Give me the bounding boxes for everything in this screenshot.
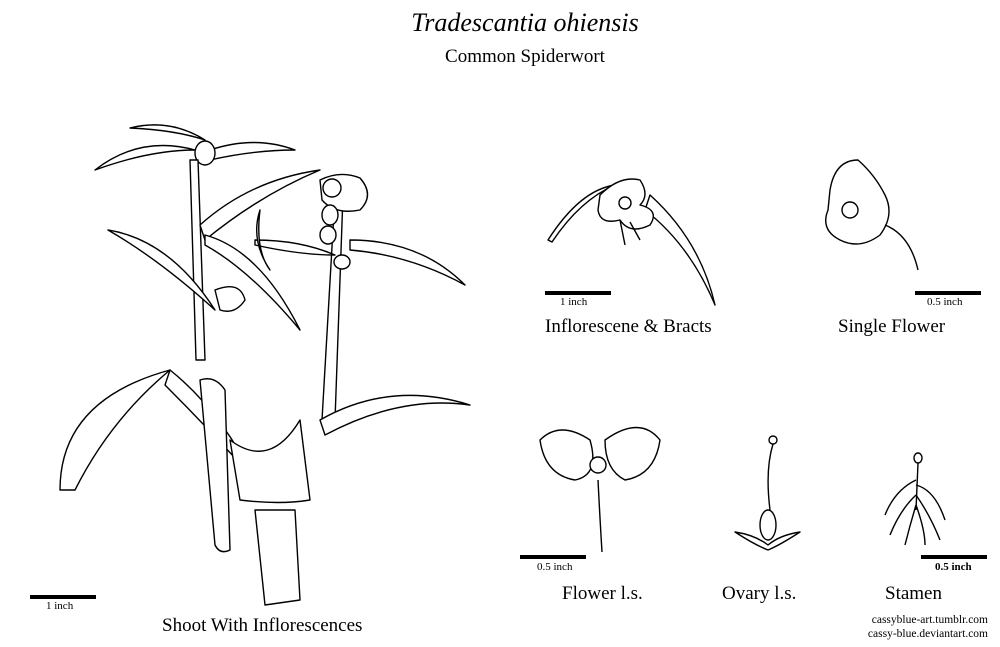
single-flower-illustration xyxy=(825,159,919,271)
caption-single-flower: Single Flower xyxy=(838,316,946,337)
scale-label: 1 inch xyxy=(46,600,74,612)
scale-bar xyxy=(520,555,586,559)
scale-bar xyxy=(915,291,981,295)
species-title: Tradescantia ohiensis xyxy=(411,8,639,37)
credit-tumblr: cassyblue-art.tumblr.com xyxy=(871,614,988,626)
scale-bar xyxy=(545,291,611,295)
stamen-illustration xyxy=(884,452,946,546)
shoot-illustration xyxy=(59,124,471,606)
flower-ls-illustration xyxy=(539,426,661,553)
scale-label: 1 inch xyxy=(560,296,588,308)
credit-deviantart: cassy-blue.deviantart.com xyxy=(867,628,988,640)
scale-bar xyxy=(30,595,96,599)
scale-bar xyxy=(921,555,987,559)
caption-stamen: Stamen xyxy=(885,583,942,604)
caption-flower-ls: Flower l.s. xyxy=(562,583,643,604)
scale-label: 0.5 inch xyxy=(537,561,573,573)
caption-inflorescence: Inflorescene & Bracts xyxy=(545,316,712,337)
inflorescence-illustration xyxy=(547,178,716,306)
scale-label: 0.5 inch xyxy=(927,296,963,308)
caption-ovary-ls: Ovary l.s. xyxy=(722,583,797,604)
scale-label: 0.5 inch xyxy=(935,561,972,573)
ovary-ls-illustration xyxy=(734,435,801,551)
common-name: Common Spiderwort xyxy=(445,46,605,67)
caption-shoot: Shoot With Inflorescences xyxy=(162,615,363,636)
